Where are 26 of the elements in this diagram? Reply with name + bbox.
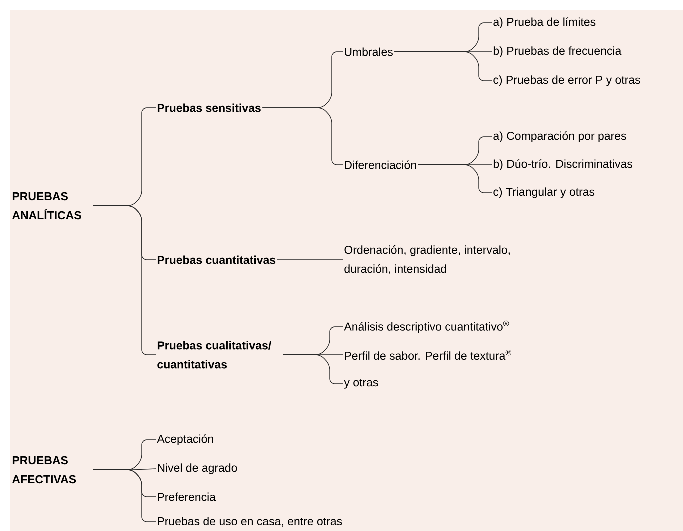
list-item: b) Dúo-trío. Discriminativas [494, 160, 632, 170]
list-item: Perfil de sabor. Perfil de textura$^{®}$ [345, 350, 512, 360]
category-label: Pruebas cuantitativas [158, 256, 276, 264]
list-item: Pruebas de uso en casa, entre otras [158, 517, 342, 527]
list-item: Preferencia [158, 492, 216, 502]
bracket-line [283, 354, 344, 384]
list-item: c) Pruebas de error P y otras [494, 76, 640, 86]
category-label: PRUEBAS AFECTIVAS [12, 456, 76, 484]
list-item: y otras [344, 379, 378, 389]
list-item: c) Triangular y otras [494, 188, 595, 198]
bracket-line [93, 206, 156, 356]
bracket-line [394, 52, 492, 82]
subcategory-label: Diferenciación [345, 160, 416, 170]
category-label: Pruebas cualitativas/ cuantitativas [158, 341, 272, 369]
list-item: b) Pruebas de frecuencia [494, 46, 622, 58]
bracket-line [93, 470, 156, 522]
bracket-line [418, 164, 492, 194]
list-item: Nivel de agrado [158, 464, 238, 474]
list-item: Aceptación [157, 434, 214, 446]
list-item: Ordenación, gradiente, intervalo, duración, intensidad [344, 246, 510, 274]
subcategory-label: Umbrales [345, 48, 393, 56]
category-label: PRUEBAS ANALÍTICAS [12, 192, 82, 220]
list-item: Análisis descriptivo cuantitativo$^{®}$ [344, 320, 510, 334]
list-item: a) Prueba de límites [494, 18, 596, 28]
category-label: Pruebas sensitivas [158, 104, 261, 112]
list-item: a) Comparación por pares [494, 132, 626, 142]
